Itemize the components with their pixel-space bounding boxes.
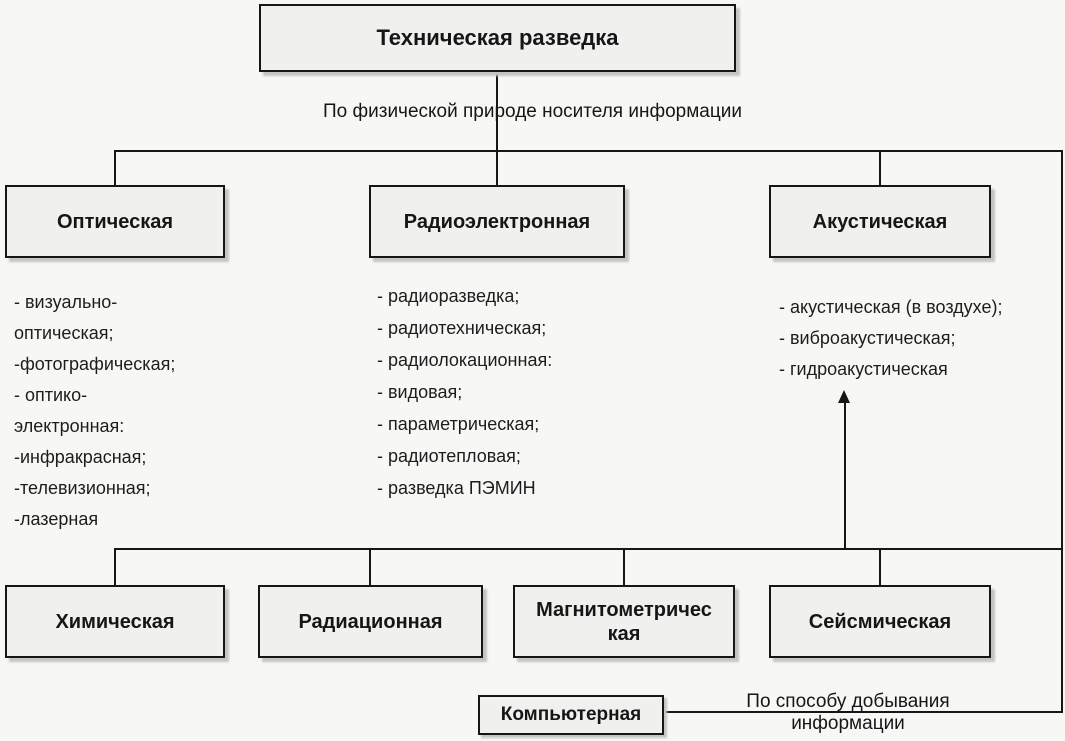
node-acoustic: Акустическая <box>769 185 991 258</box>
node-radiation: Радиационная <box>258 585 483 658</box>
list-item: -лазерная <box>14 509 99 529</box>
node-magnetometric-label: Магнитометричес кая <box>536 598 712 645</box>
connector-drop-radiation <box>369 548 371 586</box>
node-optical-label: Оптическая <box>56 210 174 233</box>
connector-drop-radio <box>496 150 498 186</box>
connector-drop-optical <box>114 150 116 186</box>
list-item: -инфракрасная; <box>14 447 147 467</box>
node-acoustic-label: Акустическая <box>812 210 948 233</box>
list-item: - радиоразведка; <box>377 286 520 306</box>
list-item: - акустическая (в воздухе); <box>779 297 1003 317</box>
node-optical: Оптическая <box>5 185 225 258</box>
list-item: - виброакустическая; <box>779 328 956 348</box>
node-radioelectronic: Радиоэлектронная <box>369 185 625 258</box>
node-root-label: Техническая разведка <box>376 24 619 50</box>
list-item: - оптико- <box>14 385 88 405</box>
node-radiation-label: Радиационная <box>298 610 443 633</box>
list-item: оптическая; <box>14 323 114 343</box>
list-item: - радиотехническая; <box>377 318 547 338</box>
list-item: -телевизионная; <box>14 478 151 498</box>
caption-obtaining-method: По способу добывания информации <box>746 691 950 734</box>
connector-drop-magneto <box>623 548 625 586</box>
acoustic-sublist: - акустическая (в воздухе); - виброакусти… <box>779 292 1003 385</box>
list-item: -фотографическая; <box>14 354 176 374</box>
connector-right-vertical <box>1061 150 1063 713</box>
connector-row2-horizontal <box>114 548 1063 550</box>
node-seismic: Сейсмическая <box>769 585 991 658</box>
node-seismic-label: Сейсмическая <box>808 610 952 633</box>
connector-root-drop <box>496 72 498 150</box>
list-item: - разведка ПЭМИН <box>377 478 536 498</box>
connector-drop-seismic <box>879 548 881 586</box>
connector-arrow-shaft <box>844 401 846 548</box>
node-chemical-label: Химическая <box>55 610 175 633</box>
node-magnetometric: Магнитометричес кая <box>513 585 735 658</box>
node-computer-label: Компьютерная <box>500 703 642 725</box>
caption-physical-nature: По физической природе носителя информаци… <box>322 101 742 122</box>
connector-drop-acoustic <box>879 150 881 186</box>
list-item: электронная: <box>14 416 125 436</box>
node-chemical: Химическая <box>5 585 225 658</box>
node-root: Техническая разведка <box>259 4 736 72</box>
optical-sublist: - визуально-оптическая; -фотографическая;… <box>14 287 175 535</box>
connector-row1-horizontal <box>114 150 1063 152</box>
list-item: - гидроакустическая <box>779 359 948 379</box>
list-item: - визуально- <box>14 292 118 312</box>
list-item: - видовая; <box>377 382 463 402</box>
node-radioelectronic-label: Радиоэлектронная <box>403 210 591 233</box>
connector-drop-chemical <box>114 548 116 586</box>
up-arrow-icon <box>838 390 850 403</box>
list-item: - параметрическая; <box>377 414 540 434</box>
radioelectronic-sublist: - радиоразведка; - радиотехническая; - рад… <box>377 280 552 504</box>
list-item: - радиотепловая; <box>377 446 521 466</box>
connector-bottom-horizontal <box>663 711 1063 713</box>
node-computer: Компьютерная <box>478 695 664 735</box>
list-item: - радиолокационная: <box>377 350 553 370</box>
